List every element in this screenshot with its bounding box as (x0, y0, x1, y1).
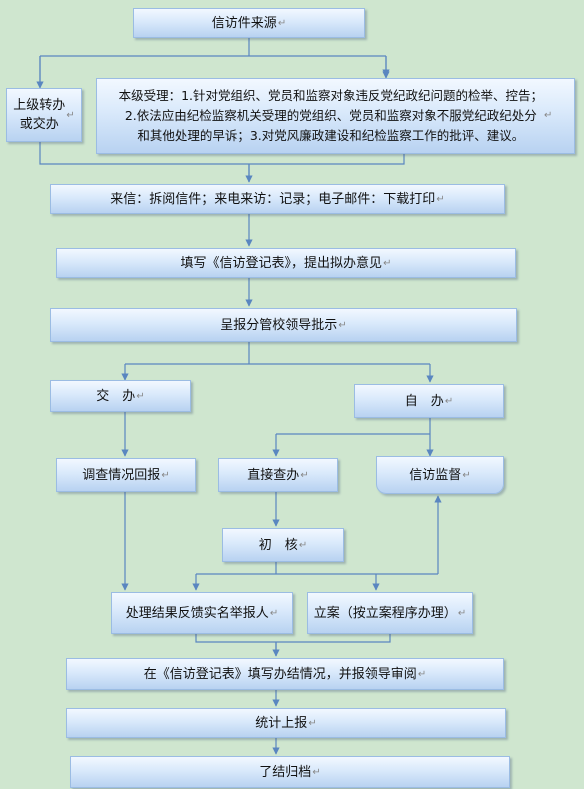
paragraph-mark: ↵ (66, 109, 75, 121)
node-investigate-report-label: 调查情况回报 (82, 467, 161, 483)
node-submit: 呈报分管校领导批示↵ (50, 308, 517, 342)
node-file-case: 立案（按立案程序办理）↵ (307, 592, 473, 634)
paragraph-mark: ↵ (462, 469, 471, 481)
node-statistics: 统计上报↵ (66, 708, 506, 738)
node-statistics-label: 统计上报 (255, 715, 308, 731)
paragraph-mark: ↵ (383, 257, 392, 269)
node-superior-label: 上级转办 或交办 (13, 98, 66, 132)
paragraph-mark: ↵ (436, 193, 445, 205)
paragraph-mark: ↵ (338, 319, 347, 331)
node-self: 自 办↵ (354, 384, 504, 418)
node-file-case-label: 立案（按立案程序办理） (313, 605, 457, 621)
node-archive-label: 了结归档 (259, 764, 312, 780)
node-assign-label: 交 办 (96, 388, 136, 404)
node-submit-label: 呈报分管校领导批示 (220, 317, 338, 333)
node-supervise: 信访监督↵ (376, 456, 504, 494)
connector-submit-split (125, 342, 430, 365)
paragraph-mark: ↵ (544, 110, 553, 121)
connector-initial-split (196, 562, 438, 575)
connector-source-split (39, 38, 386, 86)
node-receive-label: 来信：拆阅信件；来电来访：记录；电子邮件：下载打印 (110, 191, 436, 207)
node-feedback: 处理结果反馈实名举报人↵ (111, 592, 293, 634)
node-local-acceptance: 本级受理：1.针对党组织、党员和监察对象违反党纪政纪问题的检举、控告； 2.依法… (96, 78, 575, 154)
node-source: 信访件来源↵ (133, 8, 365, 38)
node-source-label: 信访件来源 (211, 15, 277, 31)
node-archive: 了结归档↵ (70, 756, 510, 788)
paragraph-mark: ↵ (136, 390, 145, 402)
paragraph-mark: ↵ (457, 607, 467, 619)
paragraph-mark: ↵ (269, 607, 279, 619)
paragraph-mark: ↵ (298, 539, 308, 551)
node-register: 填写《信访登记表》，提出拟办意见↵ (56, 248, 516, 278)
connector-merge-record (195, 634, 391, 656)
paragraph-mark: ↵ (444, 395, 454, 407)
node-direct-check-label: 直接查办 (247, 467, 300, 483)
connector-self-split (276, 418, 431, 435)
paragraph-mark: ↵ (300, 469, 309, 481)
paragraph-mark: ↵ (308, 717, 317, 729)
node-initial-check-label: 初 核 (258, 537, 298, 553)
node-assign: 交 办↵ (50, 380, 191, 412)
node-feedback-label: 处理结果反馈实名举报人 (125, 605, 269, 621)
node-record-result: 在《信访登记表》填写办结情况，并报领导审阅↵ (66, 658, 504, 690)
node-investigate-report: 调查情况回报↵ (56, 458, 196, 492)
node-record-result-label: 在《信访登记表》填写办结情况，并报领导审阅 (143, 666, 417, 682)
node-register-label: 填写《信访登记表》，提出拟办意见 (180, 255, 383, 271)
node-local-acceptance-label: 本级受理：1.针对党组织、党员和监察对象违反党纪政纪问题的检举、控告； 2.依法… (118, 88, 544, 143)
paragraph-mark: ↵ (312, 766, 321, 778)
node-supervise-label: 信访监督 (409, 467, 462, 483)
node-self-label: 自 办 (404, 393, 444, 409)
paragraph-mark: ↵ (161, 469, 170, 481)
node-superior: 上级转办 或交办↵ (6, 88, 82, 142)
paragraph-mark: ↵ (417, 668, 427, 680)
node-direct-check: 直接查办↵ (218, 458, 338, 492)
node-initial-check: 初 核↵ (222, 528, 344, 562)
paragraph-mark: ↵ (277, 17, 287, 29)
node-receive: 来信：拆阅信件；来电来访：记录；电子邮件：下载打印↵ (50, 184, 505, 214)
